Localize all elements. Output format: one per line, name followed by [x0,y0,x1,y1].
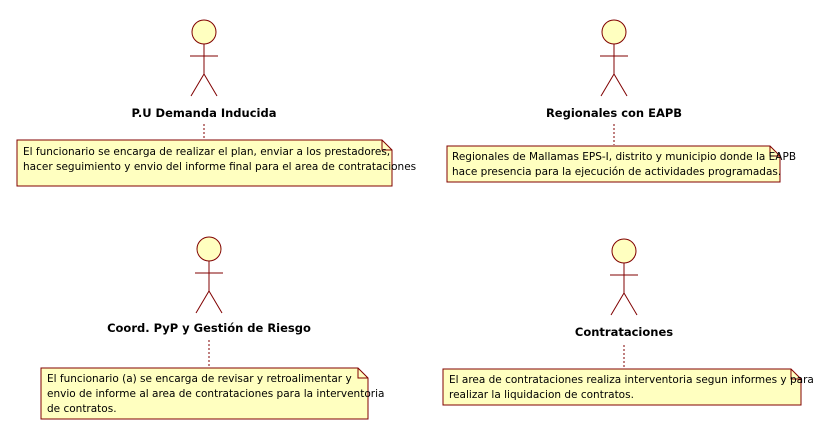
note-coord-pyp[interactable]: El funcionario (a) se encarga de revisar… [40,367,384,420]
note-text-line: de contratos. [47,403,117,415]
note-text-line: Regionales de Mallamas EPS-I, distrito y… [452,151,796,163]
actor-stick-figure-icon [610,238,638,316]
note-box [16,139,393,187]
note-text-line: hace presencia para la ejecución de acti… [452,166,781,178]
note-contrataciones[interactable]: El area de contrataciones realiza interv… [442,368,814,406]
actor-stick-figure-icon [600,19,628,97]
actor-label: Regionales con EAPB [546,106,682,120]
actor-label: P.U Demanda Inducida [132,106,277,120]
note-fold-corner [790,369,801,380]
actor-label: Contrataciones [575,325,673,339]
note-text-line: realizar la liquidacion de contratos. [449,389,634,401]
note-pu-demanda-inducida[interactable]: El funcionario se encarga de realizar el… [16,139,416,187]
note-box [442,368,802,406]
note-box [40,367,369,420]
note-text-line: envio de informe al area de contratacion… [47,388,384,400]
actor-regionales-con-eapb[interactable]: Regionales con EAPB [546,19,682,120]
note-box [446,145,781,183]
note-regionales-con-eapb[interactable]: Regionales de Mallamas EPS-I, distrito y… [446,145,796,183]
actor-contrataciones[interactable]: Contrataciones [575,238,673,339]
actor-stick-figure-icon [190,19,218,97]
actor-coord-pyp[interactable]: Coord. PyP y Gestión de Riesgo [107,236,311,335]
actor-label: Coord. PyP y Gestión de Riesgo [107,321,311,335]
note-fold-corner [769,146,780,157]
note-text-line: hacer seguimiento y envio del informe fi… [23,161,416,173]
note-fold-corner [357,368,368,379]
actor-stick-figure-icon [195,236,223,314]
note-fold-corner [381,140,392,151]
note-text-line: El area de contrataciones realiza interv… [449,374,814,386]
note-text-line: El funcionario (a) se encarga de revisar… [47,373,352,385]
actor-pu-demanda-inducida[interactable]: P.U Demanda Inducida [132,19,277,120]
note-text-line: El funcionario se encarga de realizar el… [23,146,390,158]
